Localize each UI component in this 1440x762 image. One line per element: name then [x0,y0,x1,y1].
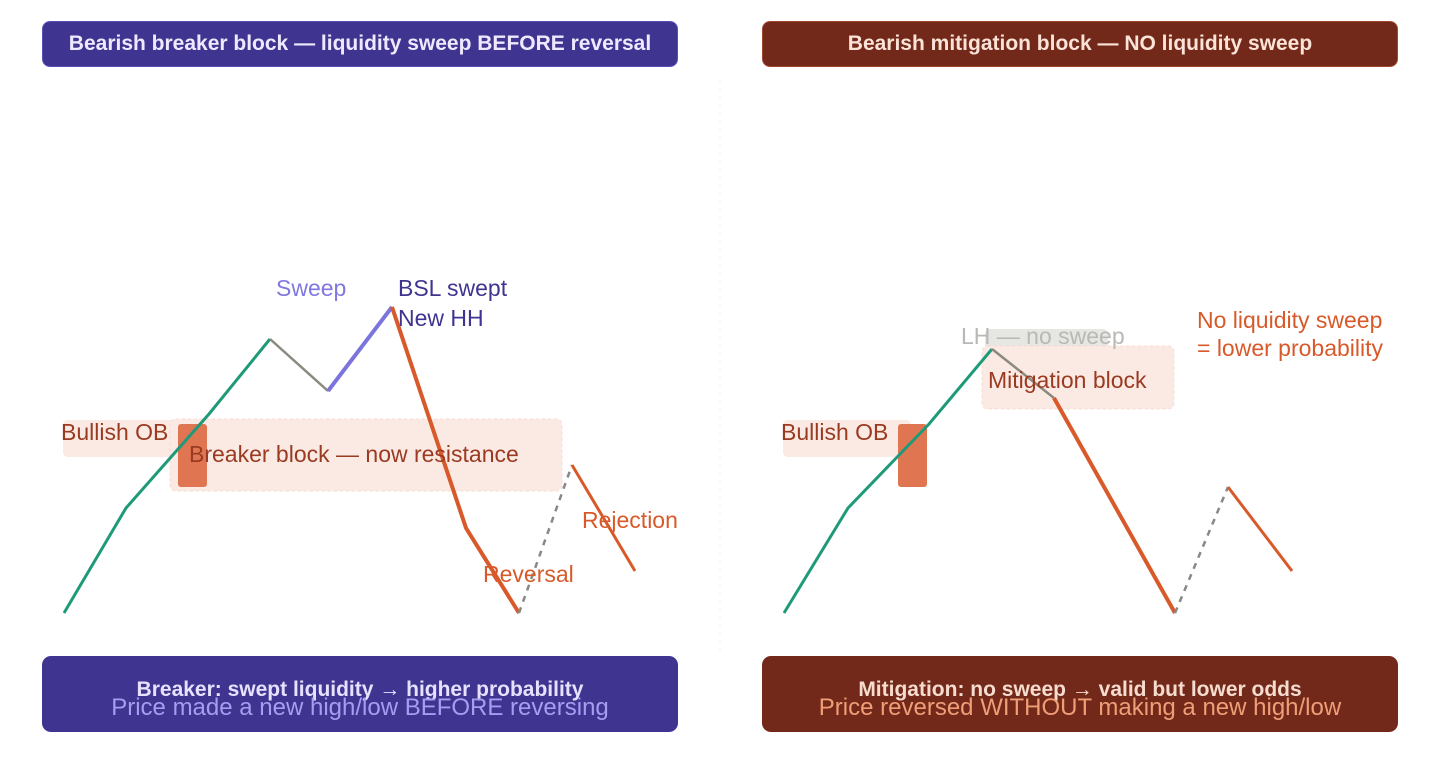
retest-leg [517,464,574,614]
bullish-ob-label: Bullish OB [61,419,168,445]
new-hh-label: New HH [398,305,484,331]
sweep-leg [326,305,394,393]
rejection-label: Rejection [582,507,678,533]
breaker-summary-card: Breaker: swept liquidity → higher probab… [42,656,678,732]
bullish-leg [62,338,272,614]
pullback-leg [269,338,329,392]
mitigation-banner: Bearish mitigation block — NO liquidity … [762,21,1398,67]
breaker-summary-subtitle: Price made a new high/low BEFORE reversi… [111,694,609,721]
rejection-leg-right [1226,486,1294,572]
mitigation-summary-card: Mitigation: no sweep → valid but lower o… [762,656,1398,732]
bullish-ob-zone-right [783,420,911,457]
bullish-ob-candle-right [898,424,927,487]
bearish-leg-right [1052,397,1177,614]
sweep-label: Sweep [276,275,346,301]
mitigation-block-zone [981,345,1175,410]
mitigation-block-label: Mitigation block [988,367,1147,393]
mitigation-summary-subtitle: Price reversed WITHOUT making a new high… [818,694,1342,721]
bullish-ob-label-right: Bullish OB [781,419,888,445]
rejection-leg [570,464,637,572]
bullish-ob-zone [63,420,191,457]
reversal-label: Reversal [483,561,574,587]
mitigation-summary-title: Mitigation: no sweep → valid but lower o… [858,678,1302,701]
no-sweep-note-line2: = lower probability [1197,335,1384,361]
breaker-banner: Bearish breaker block — liquidity sweep … [42,21,678,67]
retest-leg-right [1173,486,1230,614]
bullish-leg-right [782,348,994,614]
breaker-summary-title: Breaker: swept liquidity → higher probab… [136,678,584,701]
bsl-swept-label: BSL swept [398,275,508,301]
lh-leg [991,348,1055,399]
lh-no-sweep-label: LH — no sweep [961,323,1125,349]
breaker-block-zone [169,418,563,492]
breaker-block-label: Breaker block — now resistance [189,441,519,467]
reversal-leg [390,306,521,615]
no-sweep-note-line1: No liquidity sweep [1197,307,1382,333]
